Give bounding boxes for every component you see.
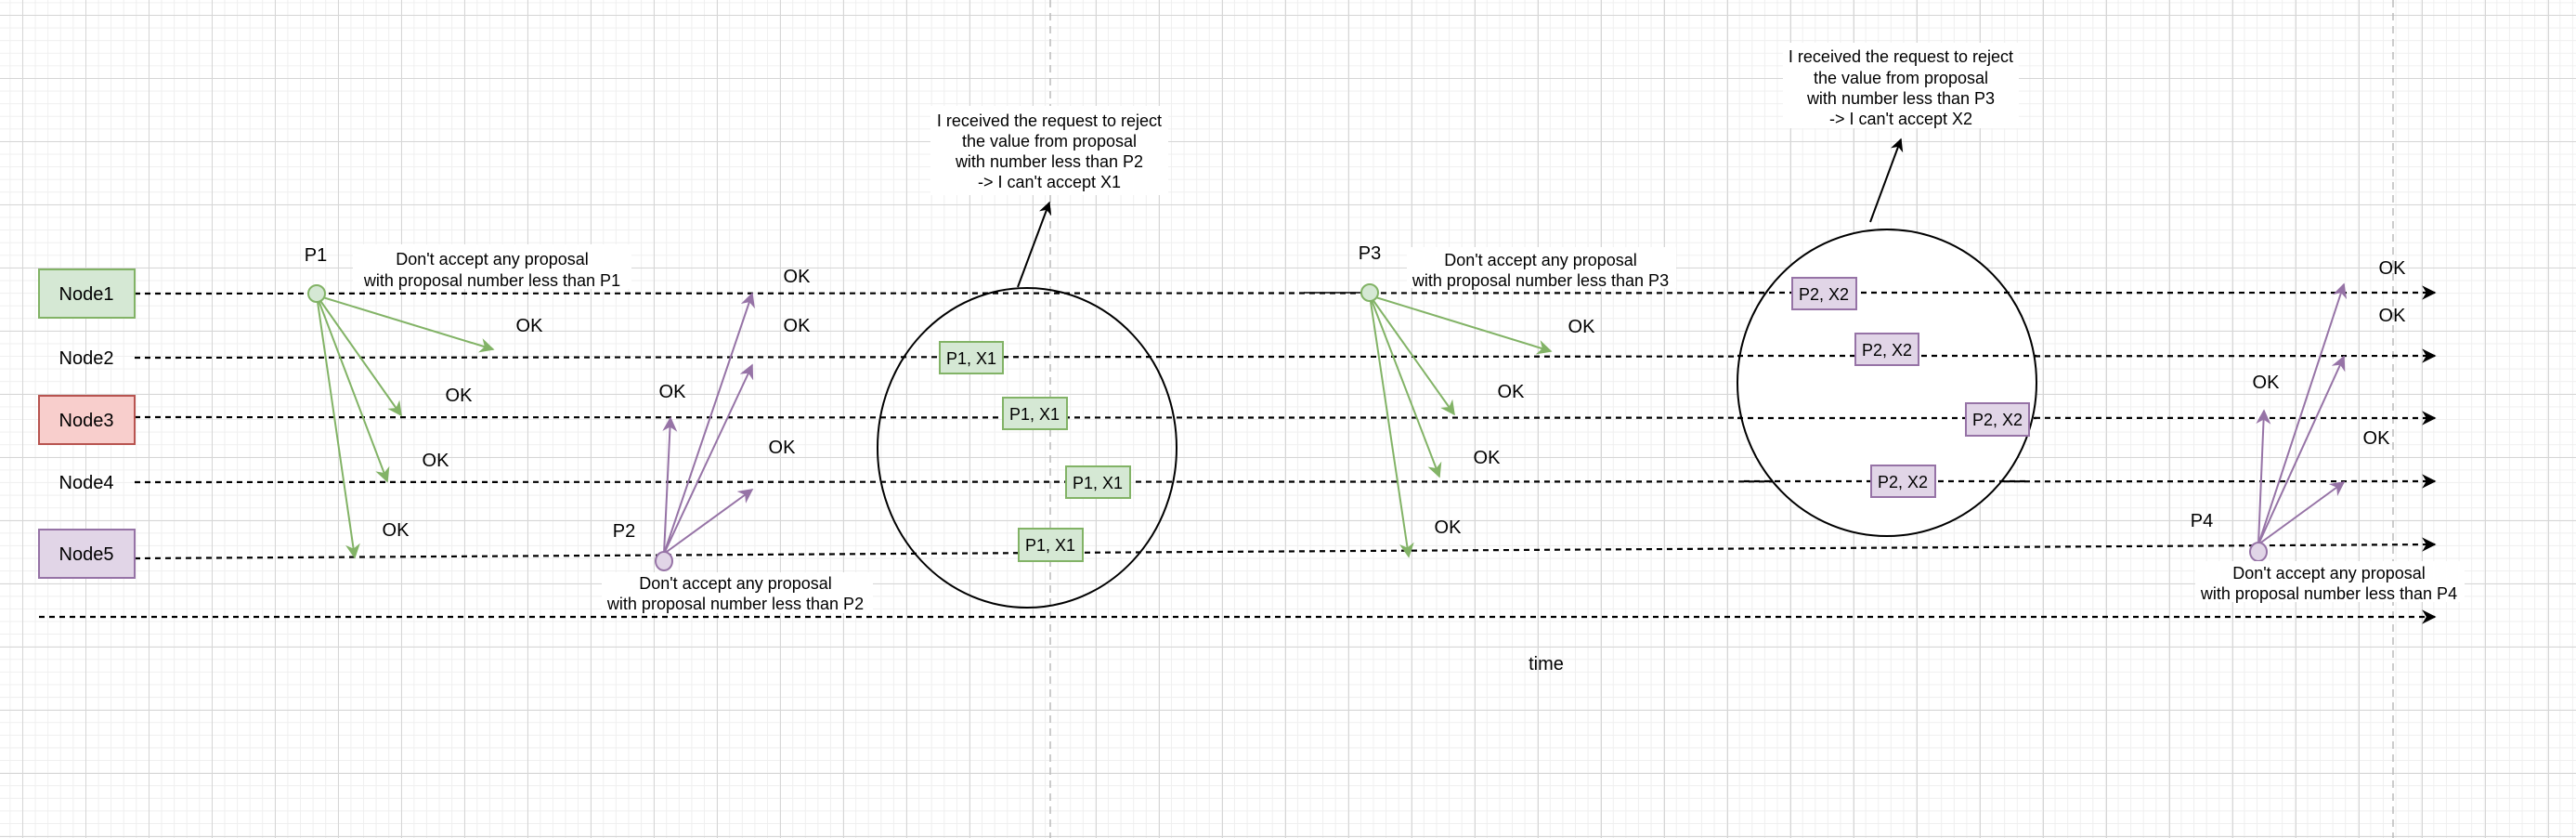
ok-label: OK: [2253, 373, 2281, 393]
timeline-node4: [134, 474, 2437, 489]
svg-text:P2, X2: P2, X2: [1862, 341, 1912, 360]
promise-arrow: [1369, 295, 1455, 416]
accepted-value-box: P1, X1: [1002, 397, 1068, 430]
time-axis-label: time: [1529, 654, 1564, 674]
timeline-node1: [134, 285, 2437, 300]
svg-text:P1, X1: P1, X1: [1025, 536, 1075, 555]
proposal-p1-point: [307, 284, 326, 303]
accepted-group-x1: [877, 287, 1177, 609]
svg-text:P1, X1: P1, X1: [946, 349, 996, 368]
ok-label: OK: [659, 382, 687, 402]
promise-arrow: [316, 295, 402, 417]
ok-label: OK: [2379, 258, 2407, 279]
proposal-p2-point: [655, 551, 673, 571]
ok-label: OK: [1498, 382, 1526, 402]
p1-note-line1: Don't accept any proposal: [396, 250, 589, 268]
accepted-value-box: P1, X1: [1018, 528, 1084, 562]
svg-text:P2, X2: P2, X2: [1878, 473, 1928, 491]
proposal-p3-point: [1360, 283, 1379, 302]
timeline-node5: [134, 537, 2437, 560]
p3-note-line2: with proposal number less than P3: [1412, 271, 1669, 290]
node2-label: Node2: [59, 348, 114, 369]
prepare-arrow: [662, 416, 678, 555]
node3-label: Node3: [59, 411, 114, 431]
proposal-p2-label: P2: [613, 521, 635, 542]
svg-text:P1, X1: P1, X1: [1009, 405, 1060, 424]
promise-arrow: [316, 295, 390, 483]
promise-arrow: [1369, 295, 1553, 355]
node1-box: [38, 268, 136, 319]
reject-arrow: [1869, 137, 1904, 223]
node4-label: Node4: [59, 473, 114, 493]
reject-arrow: [1017, 201, 1052, 288]
ok-label: OK: [784, 267, 812, 287]
prepare-arrow: [663, 363, 754, 555]
accepted-value-box: P1, X1: [1065, 465, 1131, 499]
proposal-p4-point: [2249, 542, 2268, 562]
p3-note-line1: Don't accept any proposal: [1444, 251, 1637, 269]
p4-note-line1: Don't accept any proposal: [2232, 564, 2426, 583]
prepare-arrow: [663, 292, 755, 555]
node1-label: Node1: [59, 284, 114, 305]
ok-label: OK: [2379, 306, 2407, 326]
promise-arrow: [1369, 295, 1414, 558]
ok-label: OK: [446, 386, 474, 406]
svg-text:P2, X2: P2, X2: [1972, 411, 2023, 429]
proposal-p3-label: P3: [1359, 243, 1381, 264]
p4-note-line2: with proposal number less than P4: [2200, 584, 2457, 603]
ok-label: OK: [1435, 517, 1463, 538]
svg-text:P1, X1: P1, X1: [1073, 474, 1123, 492]
proposal-p1-label: P1: [305, 245, 327, 266]
accepted-value-box: P2, X2: [1965, 402, 2030, 437]
prepare-arrow: [2256, 409, 2271, 545]
accepted-value-box: P2, X2: [1791, 277, 1857, 310]
reject1-line4: -> I can't accept X1: [978, 173, 1121, 191]
reject2-line1: I received the request to reject: [1789, 47, 2013, 66]
node3-box: [38, 395, 136, 445]
reject2-line4: -> I can't accept X2: [1829, 110, 1972, 128]
p1-note-line2: with proposal number less than P1: [363, 271, 620, 290]
ok-label: OK: [2363, 428, 2391, 449]
svg-text:P2, X2: P2, X2: [1799, 285, 1849, 304]
reject2-line3: with number less than P3: [1806, 89, 1995, 108]
prepare-arrow: [2257, 355, 2346, 545]
ok-label: OK: [423, 451, 450, 471]
timeline-node2: [134, 348, 2437, 363]
promise-arrow: [316, 295, 495, 353]
accepted-value-box: P2, X2: [1854, 333, 1919, 366]
ok-label: OK: [1568, 317, 1596, 337]
proposal-p4-label: P4: [2191, 511, 2213, 531]
p2-note-line2: with proposal number less than P2: [606, 595, 864, 613]
ok-label: OK: [516, 316, 544, 336]
prepare-arrow: [663, 489, 754, 555]
accepted-value-box: P2, X2: [1870, 465, 1936, 498]
timeline-node3: [134, 411, 2437, 426]
promise-arrow: [1369, 295, 1442, 478]
reject2-line2: the value from proposal: [1814, 69, 1988, 87]
prepare-arrow: [2257, 481, 2346, 545]
reject1-line1: I received the request to reject: [937, 111, 1162, 130]
node5-label: Node5: [59, 544, 114, 565]
promise-arrow: [316, 295, 360, 559]
accepted-value-box: P1, X1: [939, 341, 1004, 374]
ok-label: OK: [784, 316, 812, 336]
node5-box: [38, 529, 136, 579]
reject1-line3: with number less than P2: [955, 152, 1143, 171]
ok-label: OK: [769, 438, 797, 458]
ok-label: OK: [1474, 448, 1502, 468]
p2-note-line1: Don't accept any proposal: [639, 574, 832, 593]
reject1-line2: the value from proposal: [962, 132, 1137, 151]
ok-label: OK: [383, 520, 410, 541]
prepare-arrow: [2257, 282, 2348, 545]
